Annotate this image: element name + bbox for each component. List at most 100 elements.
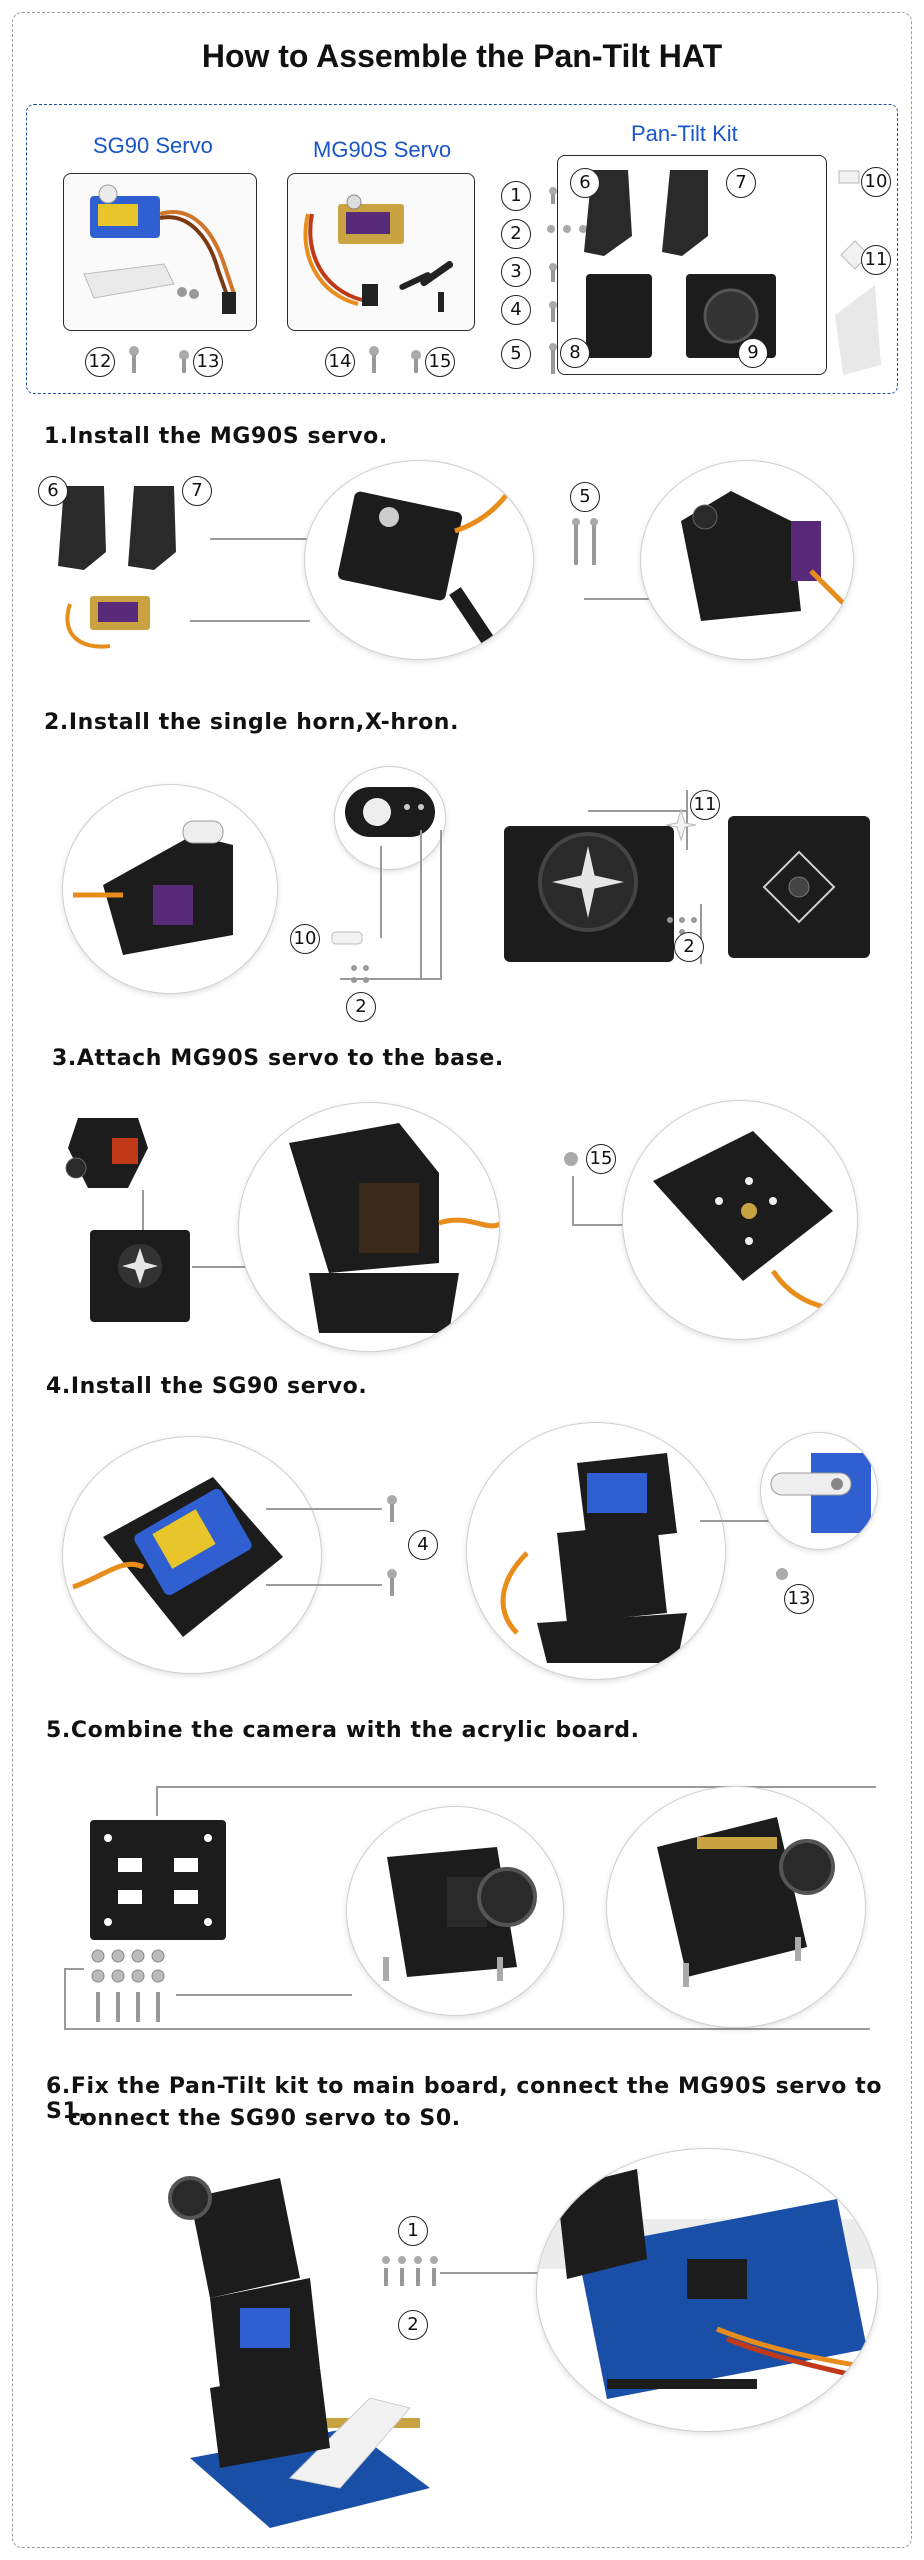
part-number-13: 13 <box>193 347 223 377</box>
step-3-detail-circle-a <box>238 1102 500 1352</box>
servo-with-bracket-icon <box>73 820 233 955</box>
bracket-with-servo-icon <box>337 479 518 655</box>
step-5-detail-circle-b <box>606 1786 866 2028</box>
mg90s-photo <box>287 173 475 331</box>
brackets-icon <box>58 486 176 570</box>
part-number-7: 7 <box>726 168 756 198</box>
leader-line <box>340 978 442 980</box>
pan-tilt-assembled-icon <box>500 1453 687 1663</box>
leader-line <box>420 830 422 980</box>
callout-2b: 2 <box>674 932 704 962</box>
callout-11: 11 <box>690 790 720 820</box>
part-number-2: 2 <box>501 219 531 249</box>
screws-icon <box>351 965 369 983</box>
callout-1: 1 <box>398 2216 428 2246</box>
part-number-1: 1 <box>501 181 531 211</box>
leader-line <box>700 1520 826 1522</box>
screw-icon <box>411 350 421 373</box>
part-number-3: 3 <box>501 257 531 287</box>
acrylic-board-icon <box>90 1820 226 1940</box>
part-number-15: 15 <box>425 347 455 377</box>
callout-6: 6 <box>38 476 68 506</box>
sg90-servo-icon <box>83 184 236 314</box>
step-6-title-line2: connect the SG90 servo to S0. <box>68 2106 461 2131</box>
callout-10: 10 <box>290 924 320 954</box>
step-6-detail-circle <box>536 2148 878 2432</box>
part-number-14: 14 <box>325 347 355 377</box>
camera-board-assembled-icon <box>657 1817 835 1987</box>
leader-line <box>64 2028 870 2030</box>
leader-line <box>266 1508 382 1510</box>
leader-line <box>176 1994 352 1996</box>
leader-line <box>156 1786 876 1788</box>
screws-icon <box>572 518 598 565</box>
step-5-detail-circle-a <box>346 1806 564 2016</box>
mg90s-servo-icon <box>303 194 454 312</box>
screws-group-icon <box>547 187 587 374</box>
part-number-4: 4 <box>501 295 531 325</box>
x-horn-icon <box>665 808 697 842</box>
page-title: How to Assemble the Pan-Tilt HAT <box>201 38 723 74</box>
sg90-label: SG90 Servo <box>93 133 213 158</box>
screw-icon <box>129 346 139 373</box>
leader-line <box>440 830 442 980</box>
part-number-6: 6 <box>570 168 600 198</box>
callout-15: 15 <box>586 1144 616 1174</box>
single-horn-icon <box>331 931 363 945</box>
mg90s-servo-icon <box>65 596 150 649</box>
leader-line <box>700 904 702 964</box>
step-1-detail-circle-b <box>640 460 854 660</box>
step-4-detail-circle-b <box>466 1422 726 1680</box>
outer-frame <box>12 12 912 2548</box>
base-bottom-icon <box>728 816 870 958</box>
step-1-title: 1.Install the MG90S servo. <box>44 424 388 449</box>
base-small-icon <box>90 1230 190 1322</box>
pan-tilt-kit-frame: 6 7 8 9 <box>557 155 827 375</box>
servo-screwed-icon <box>681 491 853 621</box>
screws-icon <box>382 2256 438 2286</box>
callout-5: 5 <box>570 482 600 512</box>
leader-line <box>190 620 310 622</box>
callout-13: 13 <box>784 1584 814 1614</box>
base-with-x-horn-icon <box>504 826 674 962</box>
leader-line <box>440 2272 590 2274</box>
part-number-9: 9 <box>738 338 768 368</box>
camera-on-board-icon <box>383 1847 537 1981</box>
pan-tilt-kit-label: Pan-Tilt Kit <box>631 121 738 146</box>
screw-icon <box>564 1152 578 1166</box>
leader-line <box>142 1190 144 1240</box>
parts-overview-box: SG90 Servo MG90S Servo Pan-Tilt Kit <box>26 104 898 394</box>
leader-line <box>686 790 688 850</box>
screws-icon <box>387 1495 397 1596</box>
screw-icon <box>179 350 189 373</box>
callout-2: 2 <box>398 2310 428 2340</box>
step-4-title: 4.Install the SG90 servo. <box>46 1374 368 1399</box>
nuts-and-screws-icon <box>91 1949 165 2022</box>
step-1-detail-circle-a <box>304 460 534 660</box>
leader-line <box>192 1266 248 1268</box>
servo-bracket-small-icon <box>65 1118 148 1188</box>
leader-line <box>380 846 382 938</box>
sg90-photo <box>63 173 257 331</box>
screw-icon <box>369 346 379 373</box>
part-number-11: 11 <box>861 245 891 275</box>
step-2-detail-circle-a <box>62 784 278 994</box>
part-number-8: 8 <box>560 338 590 368</box>
mg90s-label: MG90S Servo <box>313 137 452 162</box>
screw-icon <box>776 1568 788 1580</box>
leader-line <box>210 538 308 540</box>
leader-line <box>572 1176 574 1224</box>
hat-board-closeup-icon <box>537 2169 877 2399</box>
part-number-10: 10 <box>861 167 891 197</box>
part-number-12: 12 <box>85 347 115 377</box>
leader-line <box>156 1786 158 1816</box>
step-4-horn-closeup <box>760 1432 878 1550</box>
servo-on-base-icon <box>289 1123 499 1333</box>
leader-line <box>266 1584 382 1586</box>
leader-line <box>64 1968 84 1970</box>
part-number-5: 5 <box>501 339 531 369</box>
step-2-title: 2.Install the single horn,X-hron. <box>44 710 460 735</box>
leader-line <box>588 810 688 812</box>
step-6-title-line1: 6.Fix the Pan-Tilt kit to main board, co… <box>46 2074 883 2124</box>
step-2-horn-closeup <box>334 766 446 870</box>
